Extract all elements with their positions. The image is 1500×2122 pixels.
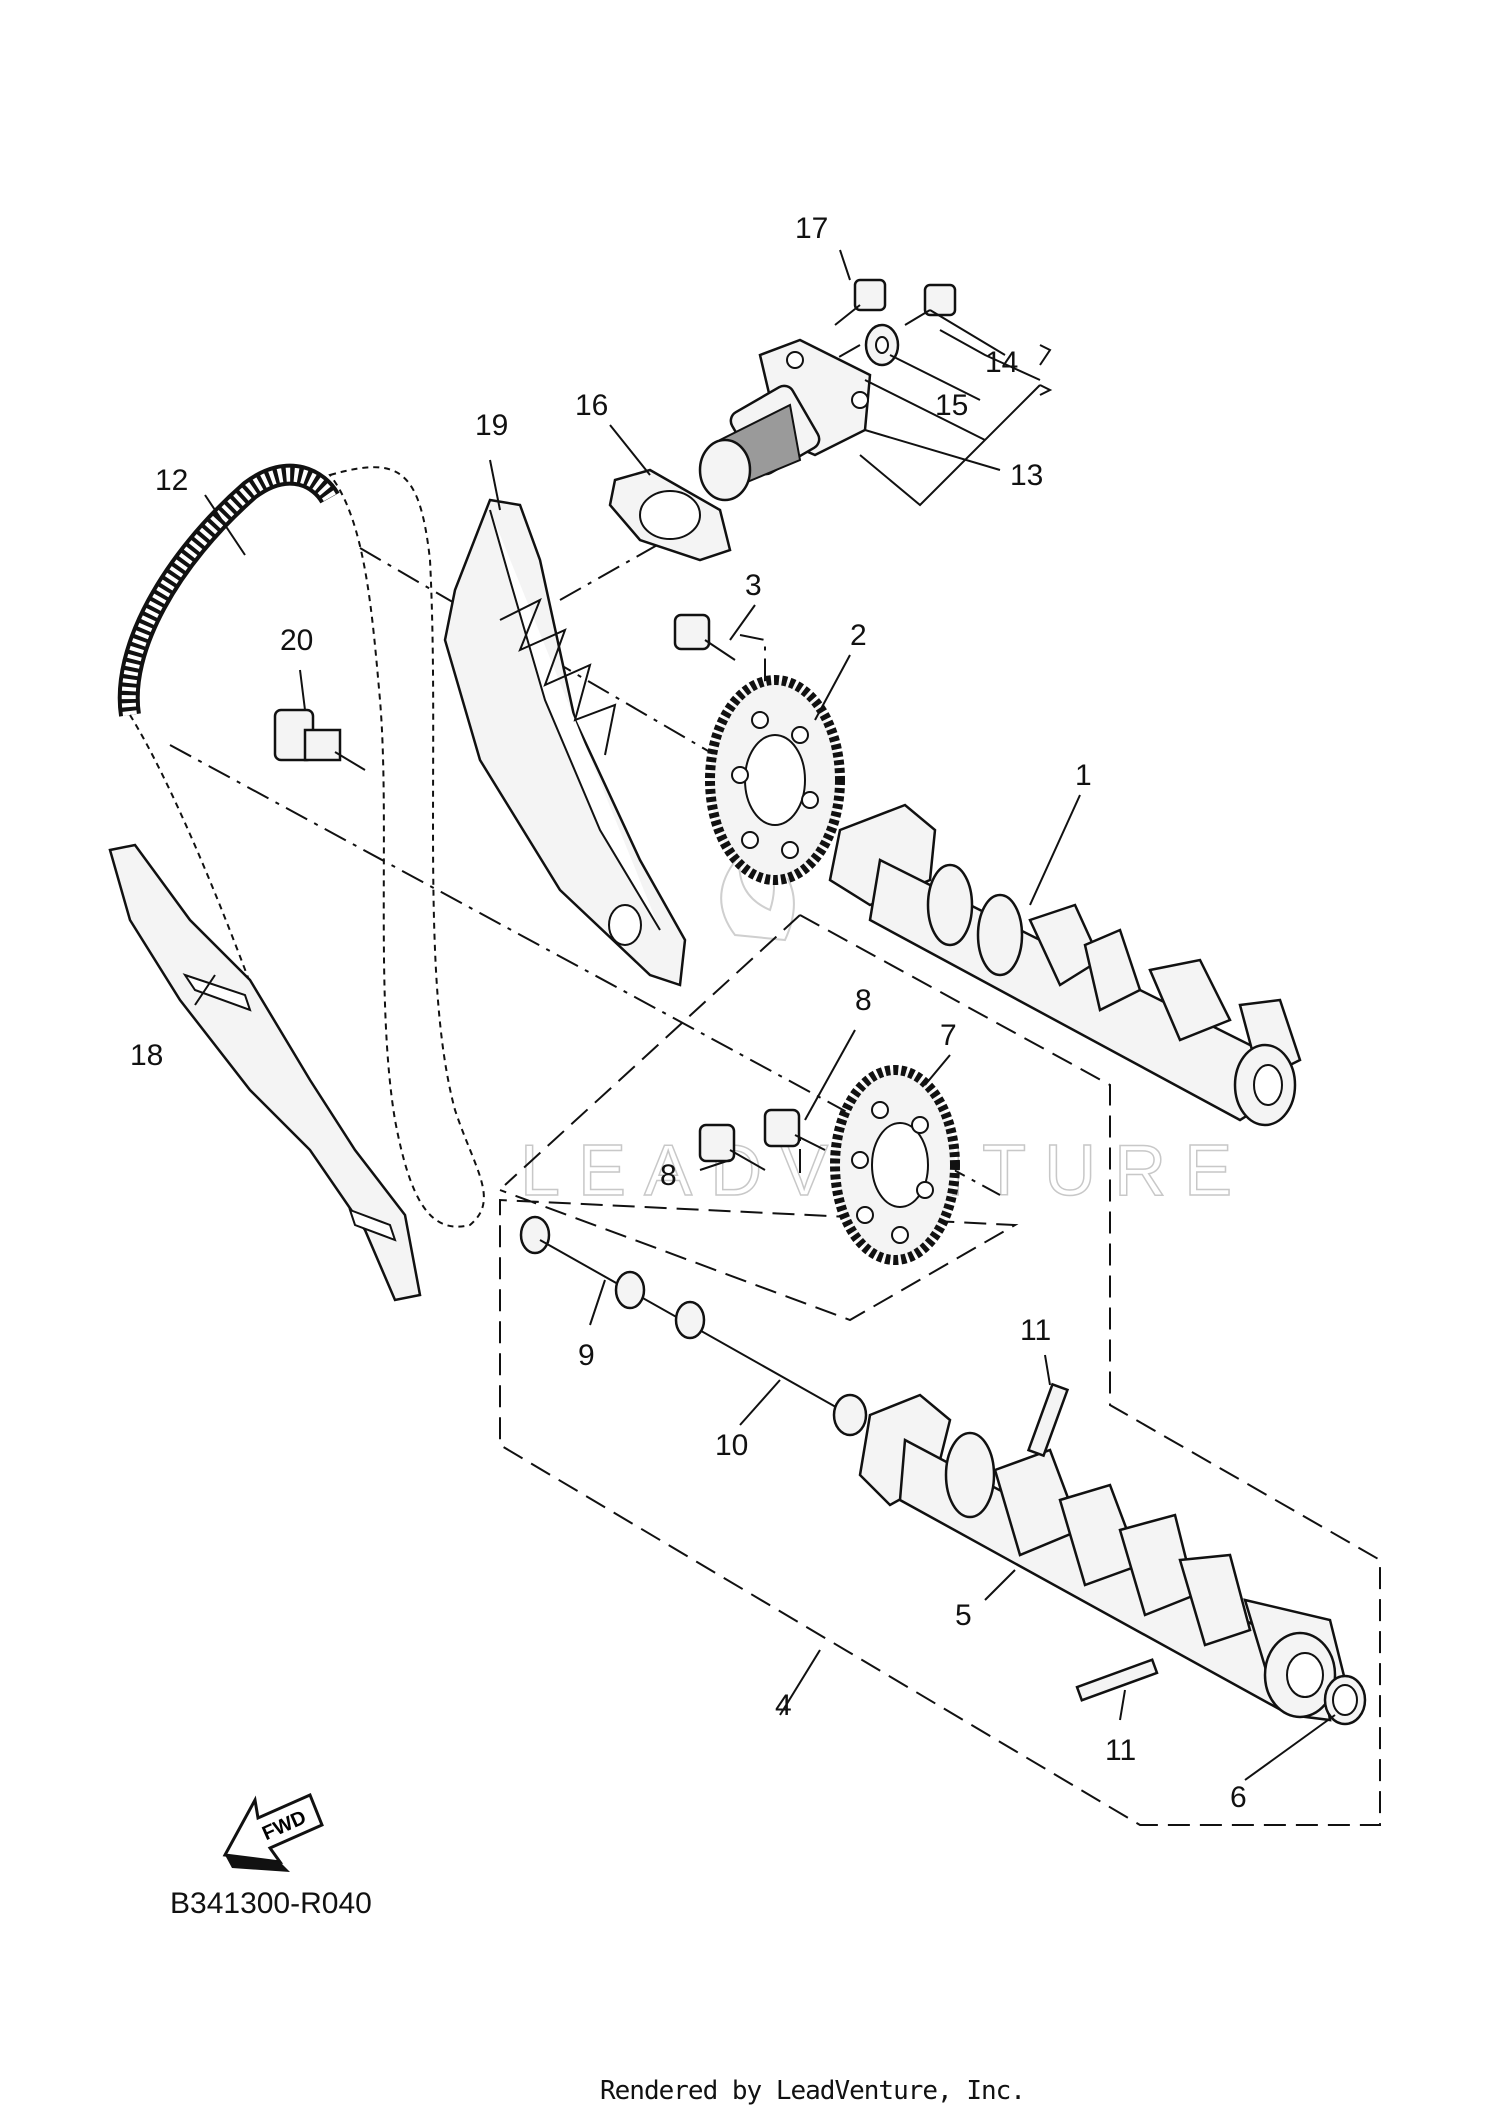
fwd-arrow-icon: FWD bbox=[222, 1792, 324, 1872]
timing-chain-outline bbox=[328, 466, 485, 1228]
callout-2: 2 bbox=[850, 619, 867, 652]
callout-16: 16 bbox=[575, 389, 608, 422]
callout-13: 13 bbox=[1010, 459, 1043, 492]
reference-code: B341300-R040 bbox=[170, 1887, 372, 1920]
callout-8-upper: 8 bbox=[855, 984, 872, 1017]
callout-7: 7 bbox=[940, 1019, 957, 1052]
exhaust-sprocket bbox=[705, 675, 845, 885]
outline-gear-group bbox=[504, 914, 801, 1186]
washer-15 bbox=[864, 323, 900, 367]
callout-11-lower: 11 bbox=[1105, 1734, 1136, 1767]
intake-camshaft bbox=[858, 1393, 1347, 1722]
bolt-8-lower bbox=[698, 1123, 766, 1171]
callout-15: 15 bbox=[935, 389, 968, 422]
tensioner-gasket bbox=[608, 468, 732, 562]
callout-12: 12 bbox=[155, 464, 188, 497]
callout-11-upper: 11 bbox=[1020, 1314, 1051, 1347]
callout-20: 20 bbox=[280, 624, 313, 657]
callout-1: 1 bbox=[1075, 759, 1092, 792]
bolt-8-upper bbox=[763, 1108, 826, 1151]
chain-guide bbox=[443, 498, 687, 987]
axis-guide-5 bbox=[739, 634, 766, 690]
callout-9: 9 bbox=[578, 1339, 595, 1372]
leader-lines bbox=[194, 249, 1336, 1781]
axis-guide-2 bbox=[169, 744, 1001, 1196]
bolt-14 bbox=[904, 283, 957, 326]
ring-6 bbox=[1323, 1674, 1367, 1726]
callout-8-lower: 8 bbox=[660, 1159, 677, 1192]
callout-4: 4 bbox=[775, 1689, 792, 1722]
callout-10: 10 bbox=[715, 1429, 748, 1462]
dowel-pin-lower bbox=[1075, 1658, 1159, 1702]
decomp-shaft bbox=[519, 1215, 868, 1437]
callout-18: 18 bbox=[130, 1039, 163, 1072]
callout-19: 19 bbox=[475, 409, 508, 442]
bolt-20 bbox=[273, 708, 366, 771]
callout-6: 6 bbox=[1230, 1781, 1247, 1814]
tensioner-guide bbox=[108, 843, 422, 1302]
callout-14: 14 bbox=[985, 346, 1018, 379]
bolt-3 bbox=[673, 613, 736, 661]
callout-3: 3 bbox=[745, 569, 762, 602]
outline-intake-group bbox=[499, 914, 1381, 1826]
axis-guide-1 bbox=[359, 547, 716, 756]
dowel-pin-upper bbox=[1026, 1382, 1070, 1458]
exhaust-camshaft bbox=[828, 803, 1302, 1127]
bolt-17 bbox=[834, 278, 887, 326]
intake-sprocket bbox=[830, 1065, 960, 1265]
callout-17: 17 bbox=[795, 212, 828, 245]
chain-tensioner bbox=[698, 338, 872, 502]
callout-5: 5 bbox=[955, 1599, 972, 1632]
footer-credit: Rendered by LeadVenture, Inc. bbox=[600, 2076, 1026, 2106]
